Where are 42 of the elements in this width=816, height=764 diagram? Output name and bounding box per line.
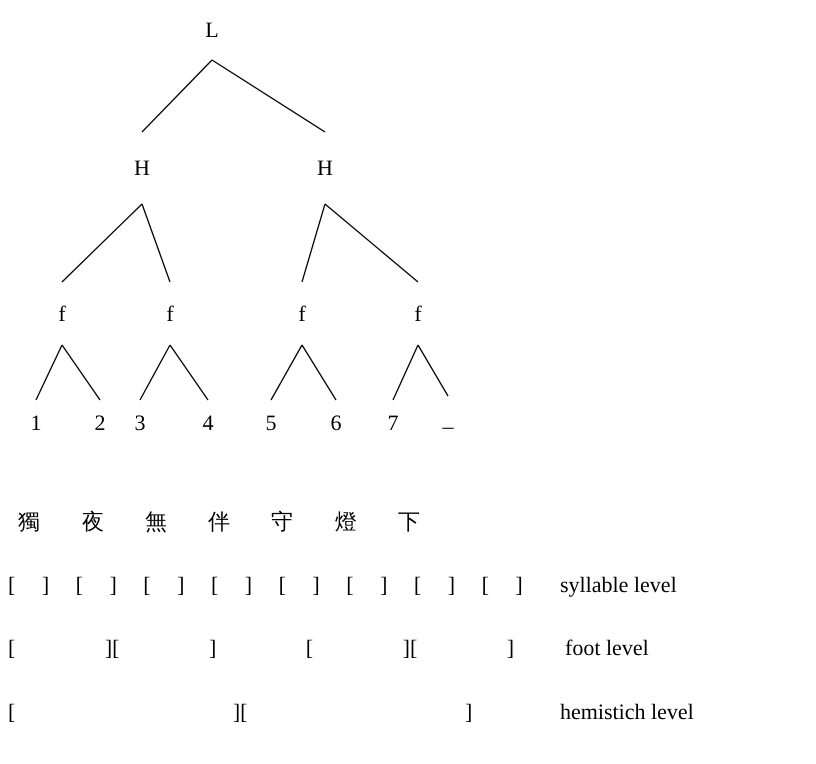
tree-node-label: 2 [85,400,115,445]
tree-node-label: L [197,0,227,60]
tree-node-label: 1 [21,400,51,445]
branch-line [142,60,212,132]
level-label: syllable level [560,572,677,598]
level-label: hemistich level [560,699,694,725]
chinese-character: 守 [271,510,293,536]
chinese-character: 無 [145,510,167,536]
chinese-character: 下 [398,510,420,536]
branch-line [35,344,63,400]
bracket-row: [ ][ ] [8,699,472,725]
tree-node-label: _ [433,396,463,441]
tree-node-label: 7 [378,400,408,445]
branch-line [141,204,171,282]
bracket-row: [ ][ ] [ ][ ] [8,635,514,661]
chinese-character: 獨 [18,510,40,536]
branch-line [324,204,418,282]
tree-node-label: H [127,132,157,204]
branch-line [212,59,326,133]
tree-node-label: 5 [256,400,286,445]
chinese-character: 伴 [208,510,230,536]
branch-line [270,344,303,400]
tree-node-label: 6 [321,400,351,445]
level-label: foot level [565,635,649,661]
chinese-character: 夜 [82,510,104,536]
tree-node-label: H [310,132,340,204]
branch-line [61,344,101,400]
tree-node-label: f [287,282,317,345]
branch-line [392,344,419,400]
branch-line [139,344,171,400]
branch-line [169,344,209,400]
tree-node-label: f [155,282,185,345]
branch-line [417,344,449,396]
branch-line [301,204,326,282]
chinese-character: 燈 [335,510,357,536]
tree-node-label: 4 [193,400,223,445]
bracket-row: [ ] [ ] [ ] [ ] [ ] [ ] [ ] [ ] [8,572,523,598]
tree-node-label: 3 [125,400,155,445]
branch-line [62,204,142,282]
tree-node-label: f [47,282,77,345]
branch-line [301,344,337,400]
tree-node-label: f [403,282,433,345]
